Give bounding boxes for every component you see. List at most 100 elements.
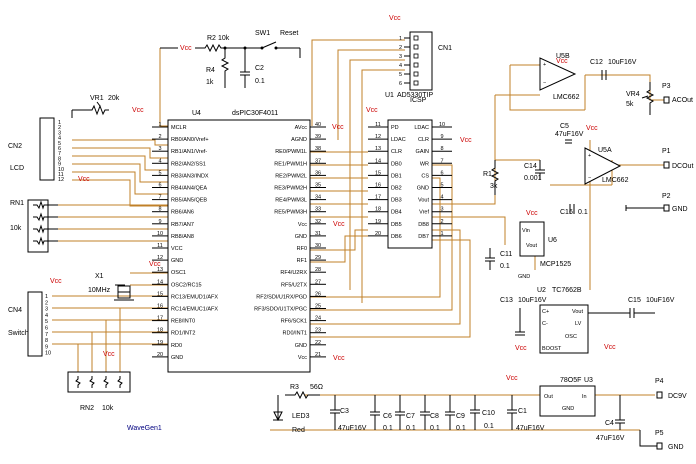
sw1-ref: SW1: [255, 30, 270, 37]
reset-circuit: R2 10k SW1 Reset R4 1k C2 0.1: [160, 30, 301, 88]
pin-number: 10: [58, 167, 64, 173]
capacitor-c5-47uf: C5 47uF16V: [555, 123, 584, 144]
p1-label: DCOut: [672, 163, 693, 170]
c6-value: 0.1: [383, 425, 393, 432]
r3-value: 56Ω: [310, 384, 323, 391]
vr4-ref: VR4: [626, 91, 640, 98]
u5b-ref: U5B: [556, 53, 570, 60]
pin-number: 1: [440, 231, 443, 237]
svg-text:+: +: [588, 153, 591, 159]
pin-name: RD0: [171, 343, 182, 349]
cn1-pads: [413, 35, 419, 86]
cn4-ref: CN4: [8, 307, 22, 314]
pin-name: RE0/PWM1L: [275, 149, 307, 155]
u3-gnd: GND: [562, 406, 574, 412]
pin-number: 39: [315, 134, 321, 140]
c5b-ref: C5: [560, 123, 569, 130]
p3-ref: P3: [662, 83, 671, 90]
c8-ref: C8: [430, 413, 439, 420]
c9-ref: C9: [456, 413, 465, 420]
pin-number: 14: [375, 158, 381, 164]
capacitor-c9: C9 0.1: [445, 395, 466, 432]
c15-value: 10uF16V: [646, 297, 675, 304]
vcc-label: Vcc: [103, 351, 115, 358]
pin-number: 9: [58, 162, 61, 168]
pin-name: MCLR: [171, 125, 187, 131]
pin-number: 4: [45, 313, 48, 319]
pin-name: CS: [421, 173, 429, 179]
r2-value: 10k: [218, 35, 230, 42]
r4-ref: R4: [206, 67, 215, 74]
pin-number: 10: [157, 231, 163, 237]
pin-name: GND: [295, 343, 307, 349]
pin-number: 11: [58, 172, 64, 178]
x1-ref: X1: [95, 273, 104, 280]
crystal-x1: X1 10MHz: [88, 273, 134, 301]
pin-number: 31: [315, 231, 321, 237]
capacitor-c4: C4 47uF16V: [596, 395, 625, 442]
terminals: P3 ACOut P1 DCOut P2 GND P4 DC9V P5 GND: [625, 83, 693, 451]
u2-lv: LV: [575, 321, 582, 327]
led3-ref: LED3: [292, 413, 310, 420]
cn1-ref: CN1: [438, 45, 452, 52]
rn1-value: 10k: [10, 225, 22, 232]
c2-ref: C2: [255, 65, 264, 72]
pin-number: 6: [440, 170, 443, 176]
pin-number: 1: [158, 122, 161, 128]
pin-number: 34: [315, 195, 321, 201]
pin-name: RC13/EMUD1/AFX: [171, 294, 218, 300]
capacitor-c11: C11 0.1: [485, 248, 512, 270]
r1-value: 3k: [490, 183, 498, 190]
pin-name: RE8/INT0: [171, 319, 195, 325]
vcc-label: Vcc: [556, 58, 568, 65]
pin-number: 1: [58, 120, 61, 126]
u6-gnd: GND: [518, 274, 530, 280]
r2-ref: R2: [207, 35, 216, 42]
pin-number: 33: [315, 207, 321, 213]
vcc-label: Vcc: [515, 345, 527, 352]
pin-name: DB4: [391, 210, 402, 216]
c5b-value: 47uF16V: [555, 131, 584, 138]
pin-number: 7: [58, 151, 61, 157]
opamp-u5a: U5A LMC662 + −: [584, 147, 629, 185]
terminal-p1: P1 DCOut: [662, 148, 693, 170]
pin-name: DB2: [391, 186, 402, 192]
pin-name: RB8/AN8: [171, 234, 194, 240]
vcc-label: Vcc: [149, 261, 161, 268]
pin-number: 10: [439, 122, 445, 128]
u6-ref: U6: [548, 237, 557, 244]
pin-name: Vref: [419, 210, 429, 216]
pin-number: 18: [157, 328, 163, 334]
pin-number: 26: [315, 291, 321, 297]
u2-part: TC7662B: [552, 287, 582, 294]
c14-ref: C14: [524, 163, 537, 170]
capacitor-c8: C8 0.1: [420, 395, 440, 432]
pin-number: 1: [399, 36, 402, 42]
u2-osc: OSC: [565, 334, 577, 340]
pin-number: 16: [157, 304, 163, 310]
pin-number: 3: [45, 307, 48, 313]
c4-ref: C4: [605, 420, 614, 427]
pin-name: AGND: [291, 137, 307, 143]
charge-pump-u2: U2 TC7662B C+ C- OSC BOOST Vout LV: [537, 287, 589, 354]
pin-number: 18: [375, 207, 381, 213]
cn2-label: LCD: [10, 165, 24, 172]
x1-value: 10MHz: [88, 287, 111, 294]
terminal-p5: P5 GND: [639, 430, 684, 451]
connector-pad: [413, 44, 419, 50]
pin-name: VCC: [171, 246, 183, 252]
sheet-title: WaveGen1: [127, 425, 162, 432]
vcc-label: Vcc: [604, 344, 616, 351]
pin-number: 2: [399, 45, 402, 51]
opamp-u5b: U5B LMC662 + −: [539, 53, 580, 101]
pin-name: LDAC: [414, 125, 429, 131]
pin-name: Vout: [418, 198, 429, 204]
u5a-part: LMC662: [602, 177, 629, 184]
pin-number: 5: [58, 141, 61, 147]
capacitor-c12: C12 10uF16V: [590, 59, 637, 80]
mcu-part: dsPIC30F4011: [232, 110, 278, 117]
pin-number: 10: [45, 351, 51, 357]
